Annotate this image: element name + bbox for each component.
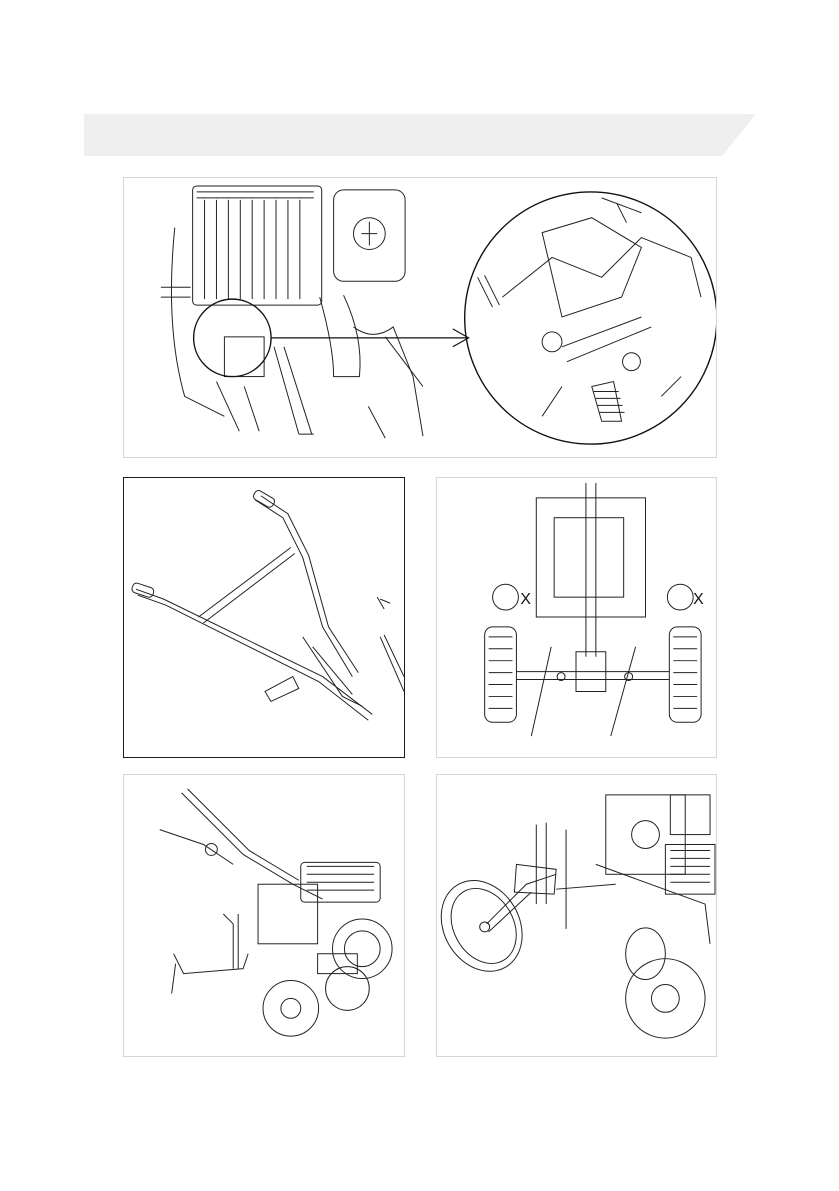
figure-transport-handle <box>123 774 405 1057</box>
left-spacing-marker: X <box>520 591 531 608</box>
figure-handlebar <box>123 477 405 758</box>
right-spacing-marker: X <box>693 591 704 608</box>
section-header-banner <box>84 114 756 156</box>
figure-support-wheel <box>436 774 717 1057</box>
detail-marker-circle <box>194 299 271 376</box>
figure-wheel-spacing: X X <box>436 477 717 758</box>
figure-engine-detail <box>123 177 717 458</box>
wheel-axle-icon <box>485 483 701 736</box>
engine-drawing <box>161 186 423 438</box>
support-wheel-icon <box>437 795 715 1038</box>
magnified-detail-drawing <box>478 198 701 421</box>
handlebar-icon <box>131 489 404 720</box>
magnifier-callout-icon <box>465 192 716 444</box>
transport-handle-icon <box>160 789 392 1036</box>
